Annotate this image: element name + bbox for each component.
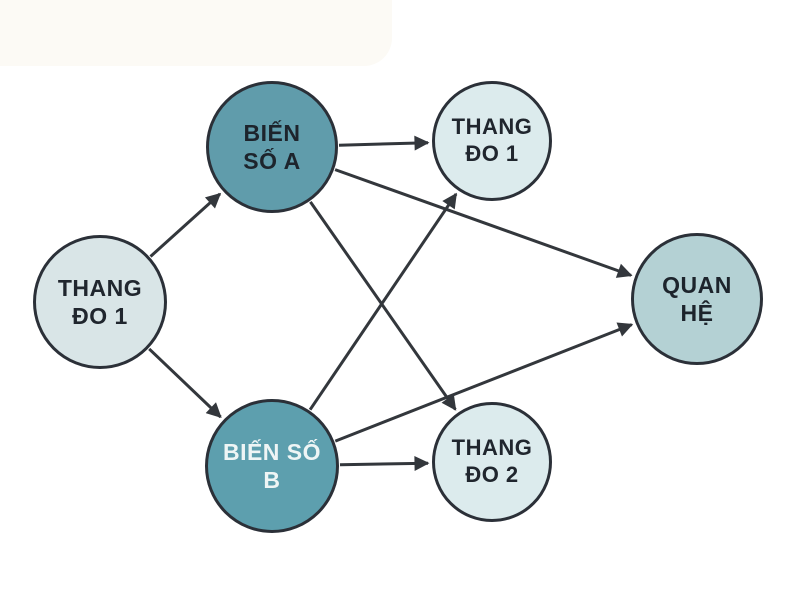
background-tint xyxy=(0,0,392,66)
edge-arrow-var_a-to-relation xyxy=(334,168,633,278)
node-bien-so-b: BIẾN SỐ B xyxy=(205,399,339,533)
node-label: THANG ĐO 1 xyxy=(57,274,143,329)
node-quan-he: QUAN HỆ xyxy=(631,233,763,365)
node-label: BIẾN SỐ B xyxy=(222,438,322,493)
node-thang-do-1-left: THANG ĐO 1 xyxy=(33,235,167,369)
node-label: QUAN HỆ xyxy=(662,271,732,326)
edge-arrow-var_b-to-measure2 xyxy=(339,455,430,471)
node-label: THANG ĐO 1 xyxy=(451,114,533,166)
node-thang-do-1-right: THANG ĐO 1 xyxy=(432,81,552,201)
edge-arrow-var_a-to-measure1_right xyxy=(338,135,430,151)
edge-arrow-measure1_left-to-var_b xyxy=(148,347,222,419)
node-thang-do-2: THANG ĐO 2 xyxy=(432,402,552,522)
edge-arrow-measure1_left-to-var_a xyxy=(149,192,222,258)
edge-arrow-var_b-to-measure1_right xyxy=(308,192,458,411)
edge-arrow-var_a-to-measure2 xyxy=(309,201,457,411)
node-label: THANG ĐO 2 xyxy=(451,435,533,487)
node-label: BIẾN SỐ A xyxy=(243,119,301,174)
node-bien-so-a: BIẾN SỐ A xyxy=(206,81,338,213)
edge-arrow-var_b-to-relation xyxy=(334,322,634,443)
